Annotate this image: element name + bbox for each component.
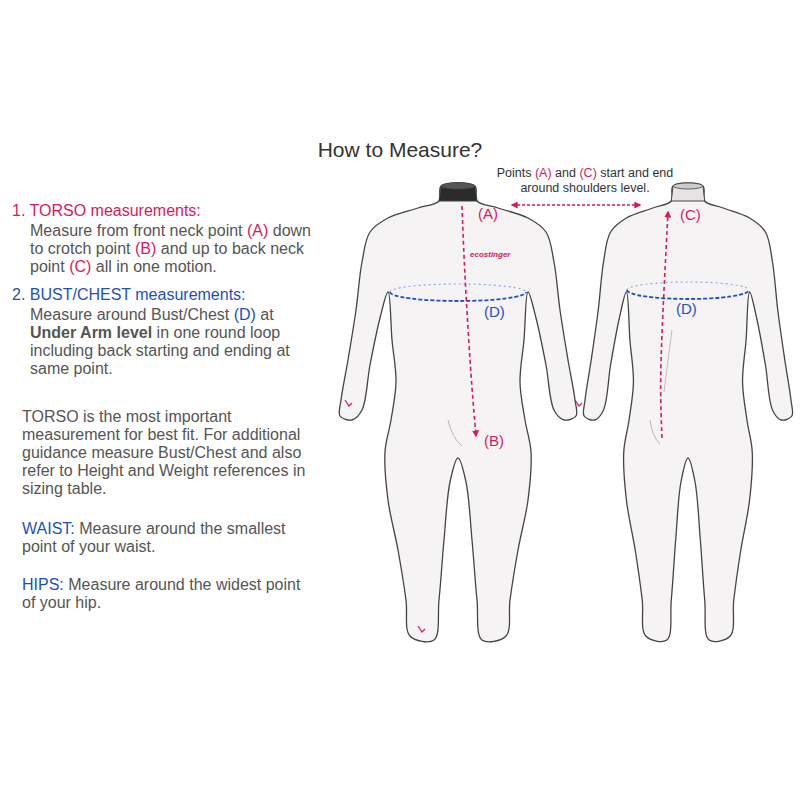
section-heading: 2. BUST/CHEST measurements: [12, 286, 246, 303]
text-block: HIPS: Measure around the widest point of… [22, 576, 312, 612]
torso-line-front [462, 206, 476, 436]
text-block: WAIST: Measure around the smallest point… [22, 520, 312, 556]
term-label: HIPS: [22, 576, 64, 593]
note-text: TORSO is the most important measurement … [22, 408, 305, 497]
emphasis-text: Under Arm level [30, 324, 152, 341]
callout-letter: (C) [680, 206, 701, 223]
chest-loop-back [627, 282, 749, 290]
wrist-logo [575, 400, 582, 406]
callout-letter: (A) [478, 205, 498, 222]
text-block: Measure from front neck point (A) down t… [30, 222, 315, 276]
text-block: 1. TORSO measurements: [12, 202, 312, 220]
annotation-note: Points (A) and (C) start and end around … [478, 166, 692, 196]
term-label: WAIST: [22, 520, 75, 537]
section-heading: 1. TORSO measurements: [12, 202, 201, 219]
seam-line [448, 420, 462, 446]
letter-ref: (C) [579, 166, 596, 180]
seam-line [650, 420, 660, 444]
callout-letter: (D) [676, 300, 697, 317]
letter-ref: (B) [135, 240, 156, 257]
neck-opening [441, 183, 475, 189]
page-title: How to Measure? [0, 138, 800, 162]
neck-opening [673, 183, 703, 189]
ankle-logo [418, 626, 425, 632]
text-block: TORSO is the most important measurement … [22, 408, 317, 498]
callout-letter: (B) [484, 432, 504, 449]
wrist-logo [345, 400, 352, 406]
instruction-text: Measure around Bust/Chest (D) at [30, 306, 274, 323]
instruction-text: Measure from front neck point (A) down t… [30, 222, 311, 275]
chest-loop-front [390, 292, 526, 301]
front-wetsuit [339, 183, 577, 642]
suit-outline [583, 183, 792, 642]
text-block: 2. BUST/CHEST measurements: [12, 286, 312, 304]
letter-ref: (D) [234, 306, 256, 323]
chest-loop-front [627, 290, 749, 299]
chest-loop-back [390, 284, 526, 292]
letter-ref: (A) [247, 222, 268, 239]
torso-line-back [661, 212, 668, 438]
back-wetsuit [583, 183, 792, 642]
zip-cord [664, 330, 672, 392]
callout-letter: (D) [484, 303, 505, 320]
letter-ref: (A) [535, 166, 552, 180]
letter-ref: (C) [69, 258, 91, 275]
text-block: Measure around Bust/Chest (D) at Under A… [30, 306, 308, 378]
brand-logo: ecostinger [470, 250, 510, 259]
suit-outline [339, 183, 577, 642]
shoulder-arrow [512, 204, 640, 205]
